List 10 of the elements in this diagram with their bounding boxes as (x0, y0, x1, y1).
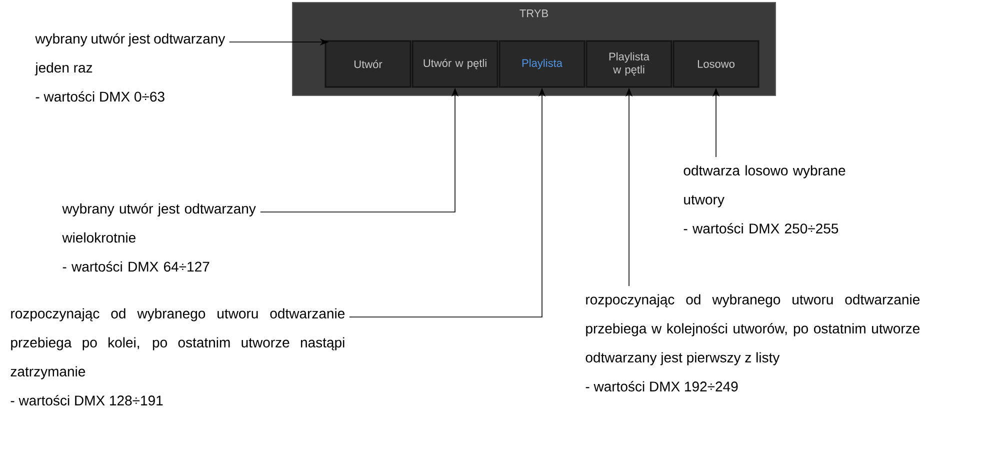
mode-button: Playlista w pętli (586, 40, 672, 88)
description-text: rozpoczynając od wybranego utworu odtwarzanie przebiega po kolei, po ostatnim utworze nastąpi zatrzymanie - wartości DMX 128÷191 (10, 308, 345, 406)
mode-button: Utwór w pętli (412, 40, 498, 88)
mode-button: Playlista (498, 40, 586, 88)
description-text: wybrany utwór jest odtwarzany wielokrotnie - wartości DMX 64÷127 (62, 203, 256, 272)
mode-button: Losowo (672, 40, 760, 88)
description-text: rozpoczynając od wybranego utworu odtwarzanie przebiega w kolejności utworów, po ostatnim utworze odtwarzany jest pierwszy z listy - wartości DMX 192÷249 (586, 294, 920, 392)
description-text: odtwarza losowo wybrane utwory - wartości DMX 250÷255 (684, 165, 846, 234)
description-text: wybrany utwór jest odtwarzany jeden raz - wartości DMX 0÷63 (34, 33, 226, 102)
mode-button: Utwór (324, 40, 412, 88)
